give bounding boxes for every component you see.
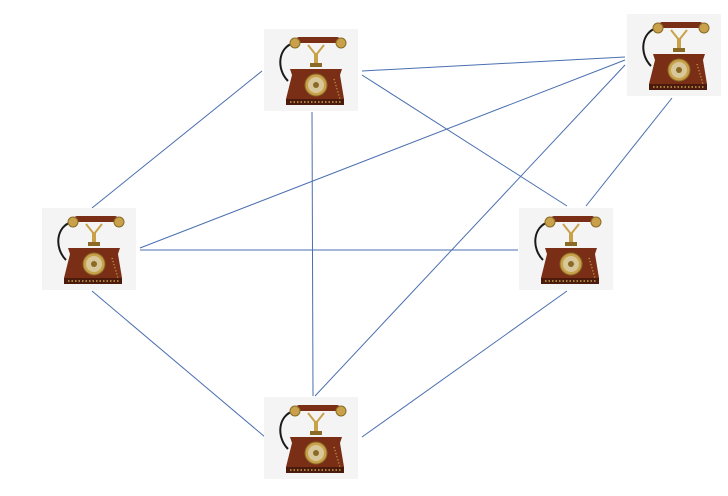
telephone-node-middle-left — [42, 208, 136, 290]
telephone-icon — [264, 29, 358, 111]
link-top-center-bottom-center — [311, 111, 314, 397]
link-top-center-middle-left — [91, 70, 263, 209]
link-top-center-top-right — [361, 56, 626, 72]
telephone-node-bottom-center — [264, 397, 358, 479]
telephone-node-middle-right — [519, 208, 613, 290]
telephone-icon — [627, 14, 721, 96]
telephone-icon — [264, 397, 358, 479]
link-middle-left-bottom-center — [91, 290, 266, 438]
telephone-node-top-right — [627, 14, 721, 96]
link-top-center-middle-right — [361, 74, 568, 207]
link-middle-right-bottom-center — [361, 290, 568, 438]
telephone-node-top-center — [264, 29, 358, 111]
telephone-icon — [519, 208, 613, 290]
link-top-right-middle-right — [585, 97, 673, 207]
link-top-right-middle-left — [139, 59, 626, 249]
telephone-icon — [42, 208, 136, 290]
link-top-right-bottom-center — [314, 64, 626, 397]
